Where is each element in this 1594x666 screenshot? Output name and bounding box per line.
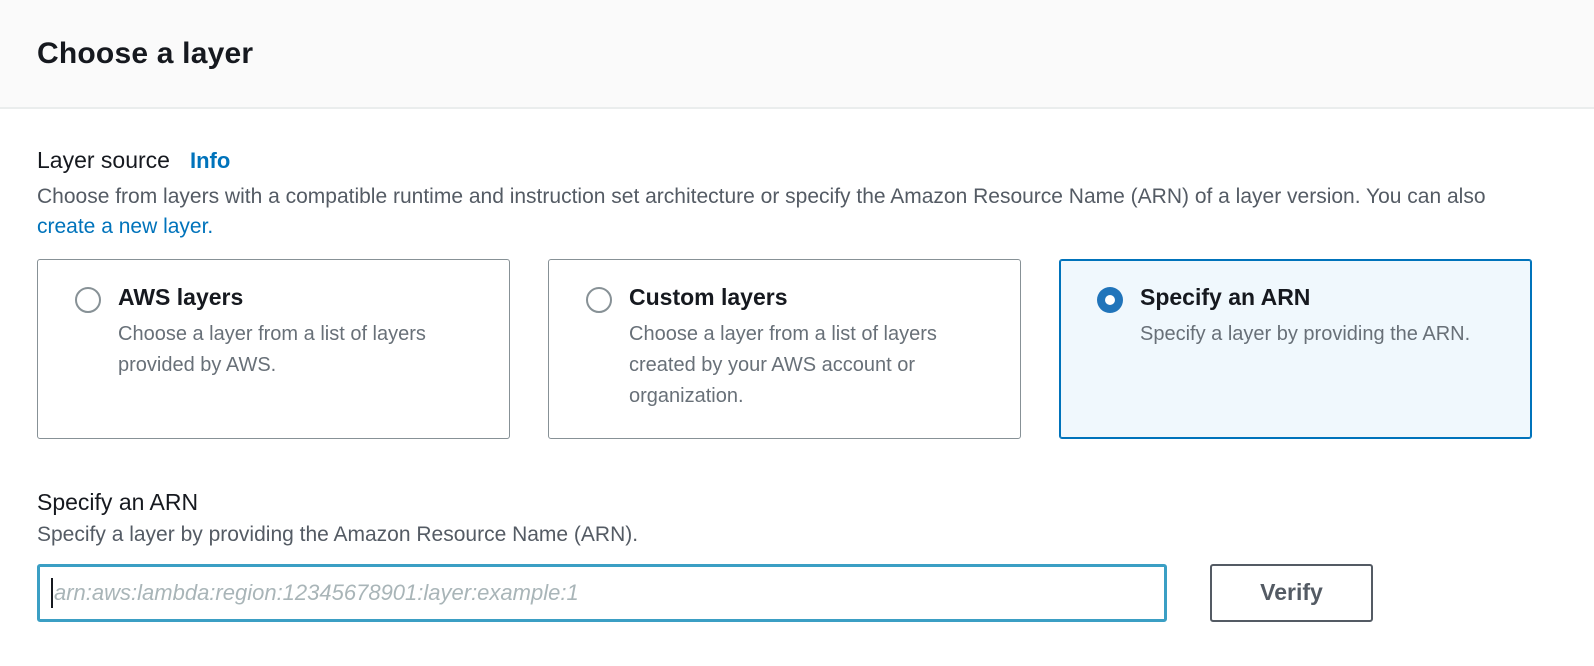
arn-input[interactable]: [37, 563, 1167, 622]
option-description: Choose a layer from a list of layers cre…: [629, 322, 937, 407]
layer-source-description-text: Choose from layers with a compatible run…: [37, 185, 1486, 208]
layer-source-label: Layer source: [37, 147, 170, 173]
arn-section-title: Specify an ARN: [37, 488, 199, 515]
radio-unselected-icon[interactable]: [586, 286, 612, 313]
arn-input-wrapper: [37, 563, 1167, 622]
layer-option-specify-arn[interactable]: Specify an ARN Specify a layer by provid…: [1059, 258, 1532, 439]
option-title: AWS layers: [118, 283, 244, 310]
option-description: Specify a layer by providing the ARN.: [1140, 322, 1471, 345]
option-description: Choose a layer from a list of layers pro…: [118, 322, 426, 376]
option-title: Specify an ARN: [1140, 283, 1311, 310]
option-text: AWS layers Choose a layer from a list of…: [118, 284, 487, 418]
layer-option-aws-layers[interactable]: AWS layers Choose a layer from a list of…: [37, 258, 510, 439]
option-title: Custom layers: [629, 283, 788, 310]
create-layer-link[interactable]: create a new layer.: [37, 215, 214, 239]
page-title: Choose a layer: [37, 36, 254, 70]
arn-input-row: Verify: [37, 563, 1532, 622]
radio-unselected-icon[interactable]: [75, 286, 101, 313]
verify-button[interactable]: Verify: [1210, 563, 1373, 622]
info-link[interactable]: Info: [189, 148, 231, 173]
option-text: Custom layers Choose a layer from a list…: [629, 284, 998, 418]
page-header: Choose a layer: [0, 0, 1594, 109]
choose-layer-panel: Layer source Info Choose from layers wit…: [0, 109, 1594, 622]
layer-option-custom-layers[interactable]: Custom layers Choose a layer from a list…: [548, 258, 1021, 439]
arn-section-description: Specify a layer by providing the Amazon …: [37, 522, 639, 546]
radio-selected-icon[interactable]: [1097, 286, 1123, 313]
layer-source-options: AWS layers Choose a layer from a list of…: [37, 258, 1532, 439]
layer-source-label-row: Layer source Info: [37, 147, 1532, 174]
layer-source-description: Choose from layers with a compatible run…: [37, 182, 1517, 243]
option-text: Specify an ARN Specify a layer by provid…: [1140, 284, 1470, 418]
